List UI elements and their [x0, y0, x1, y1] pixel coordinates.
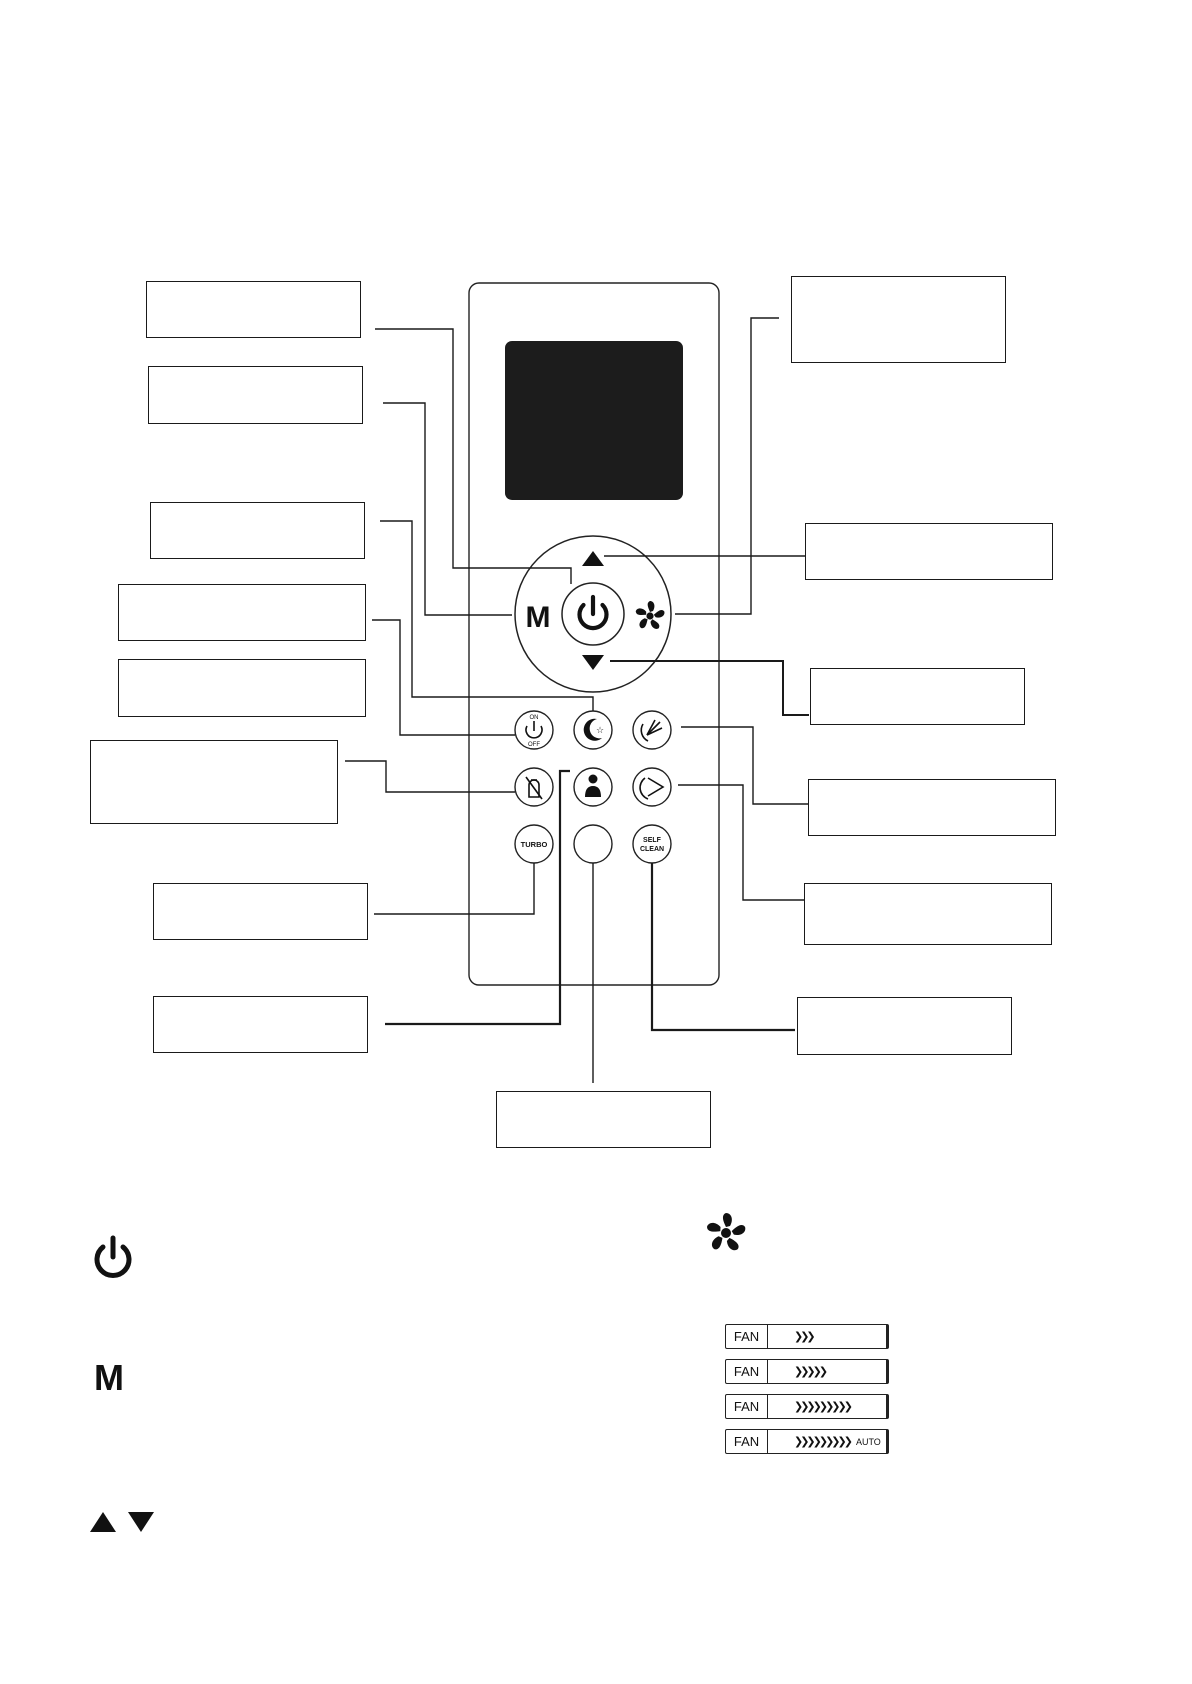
- fan-label: FAN: [726, 1430, 768, 1453]
- leader-sleep: [380, 520, 594, 711]
- legend-power-icon: [94, 1235, 132, 1278]
- sleep-button[interactable]: ☆: [573, 710, 613, 750]
- self-clean-button[interactable]: SELF CLEAN: [632, 824, 672, 864]
- legend-mode-letter: M: [94, 1357, 124, 1398]
- power-icon: [577, 594, 609, 631]
- callout-blank: [496, 1091, 711, 1148]
- mute-button[interactable]: [514, 767, 554, 807]
- callout-fan: [791, 276, 1006, 363]
- air-direction-button[interactable]: [632, 767, 672, 807]
- callout-mute: [90, 740, 338, 824]
- callout-power: [146, 281, 361, 338]
- mode-key[interactable]: M: [526, 601, 551, 634]
- callout-sleep: [150, 502, 365, 559]
- callout-timer: [118, 659, 366, 717]
- follow-me-person-icon: [585, 774, 601, 797]
- triangle-down-icon[interactable]: [582, 655, 604, 670]
- fan-icon[interactable]: [635, 601, 666, 631]
- callout-swing: [808, 779, 1056, 836]
- svg-text:ON: ON: [530, 715, 539, 721]
- callout-timer-upper: [118, 584, 366, 641]
- callout-turbo: [153, 883, 368, 940]
- fan-speed-row-auto: FAN ❯❯❯❯❯❯❯❯❯ AUTO: [725, 1429, 889, 1454]
- leader-timer: [372, 619, 515, 736]
- timer-icon: [525, 725, 543, 739]
- fan-auto-label: AUTO: [855, 1436, 881, 1447]
- fan-label: FAN: [726, 1325, 768, 1348]
- svg-text:OFF: OFF: [528, 742, 540, 748]
- leader-follow-me: [385, 769, 570, 1026]
- fan-speed-bars: ❯❯❯❯❯: [794, 1365, 828, 1378]
- leader-mode: [383, 402, 512, 616]
- leader-turbo: [374, 863, 535, 915]
- remote-display: [505, 341, 683, 500]
- fan-speed-bars: ❯❯❯❯❯❯❯❯❯: [794, 1400, 853, 1413]
- turbo-button[interactable]: TURBO: [514, 824, 554, 864]
- timer-button[interactable]: ON OFF: [514, 710, 554, 750]
- svg-text:TURBO: TURBO: [521, 840, 548, 849]
- leader-fan: [675, 317, 779, 615]
- air-direction-icon: [639, 777, 665, 800]
- fan-speed-bars: ❯❯❯: [794, 1330, 816, 1343]
- swing-button[interactable]: [632, 710, 672, 750]
- swing-icon: [640, 719, 663, 742]
- svg-text:☆: ☆: [596, 726, 604, 736]
- leader-swing: [681, 726, 809, 805]
- callout-up: [805, 523, 1053, 580]
- callout-self-clean: [797, 997, 1012, 1055]
- legend-up-down-icons: [90, 1512, 154, 1532]
- power-button[interactable]: [561, 582, 625, 646]
- svg-text:SELF: SELF: [643, 837, 662, 844]
- callout-down: [810, 668, 1025, 725]
- legend-triangle-up-icon: [90, 1512, 116, 1532]
- leader-direction: [678, 784, 804, 901]
- leader-lines: [345, 317, 809, 1083]
- sleep-moon-icon: [583, 718, 602, 741]
- callout-follow-me: [153, 996, 368, 1053]
- fan-label: FAN: [726, 1360, 768, 1383]
- legend-triangle-down-icon: [128, 1512, 154, 1532]
- follow-me-button[interactable]: [573, 767, 613, 807]
- triangle-up-icon[interactable]: [582, 551, 604, 566]
- leader-mute: [345, 760, 515, 793]
- leader-down: [610, 660, 809, 716]
- leader-self-clean: [650, 863, 795, 1032]
- fan-speed-row-medium: FAN ❯❯❯❯❯: [725, 1359, 889, 1384]
- fan-speed-row-high: FAN ❯❯❯❯❯❯❯❯❯: [725, 1394, 889, 1419]
- fan-label: FAN: [726, 1395, 768, 1418]
- callout-direction: [804, 883, 1052, 945]
- remote-diagram: M ON OFF ☆: [345, 282, 809, 1083]
- leader-power: [375, 328, 572, 584]
- fan-speed-row-low: FAN ❯❯❯: [725, 1324, 889, 1349]
- blank-button[interactable]: [573, 824, 613, 864]
- mute-icon: [525, 776, 543, 800]
- svg-text:CLEAN: CLEAN: [640, 846, 664, 853]
- legend-fan-icon: [706, 1213, 746, 1251]
- callout-mode: [148, 366, 363, 424]
- fan-speed-bars: ❯❯❯❯❯❯❯❯❯: [794, 1435, 853, 1448]
